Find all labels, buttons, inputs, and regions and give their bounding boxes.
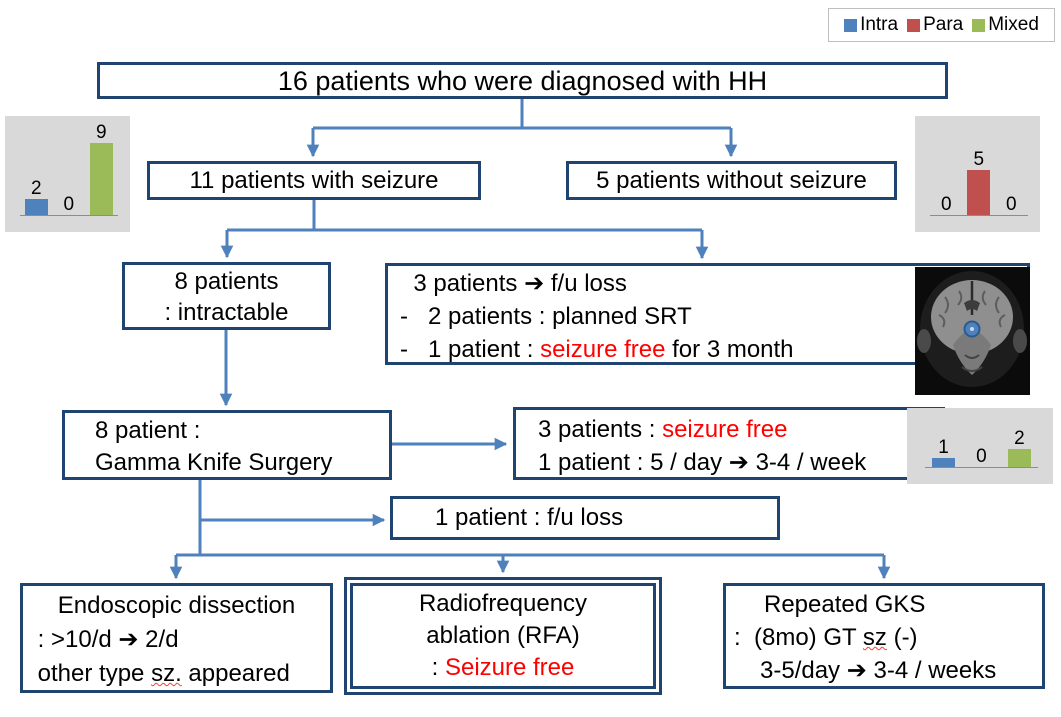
legend-swatch-icon: [844, 18, 858, 32]
intractable-line2: : intractable: [164, 299, 289, 326]
bar-para: 0: [970, 446, 993, 467]
flow-box-rfa-inner: Radiofrequency ablation (RFA) : Seizure …: [350, 583, 656, 689]
bar-mixed: 2: [1007, 428, 1031, 467]
bar-value-label: 0: [63, 194, 75, 215]
flow-box-without-seizure-text: 5 patients without seizure: [596, 167, 867, 194]
bar-intra: 2: [24, 178, 48, 215]
legend-item-para: Para: [907, 14, 963, 36]
rfa-line3-pre: :: [431, 654, 445, 681]
rfa-line3: : Seizure free: [353, 652, 653, 684]
flow-box-without-seizure: 5 patients without seizure: [566, 161, 897, 200]
repeated-gks-line1: Repeated GKS: [764, 591, 926, 618]
legend-item-mixed: Mixed: [972, 14, 1039, 36]
bar-plot-area: 1 0 2: [924, 412, 1039, 468]
legend-label: Intra: [860, 14, 899, 35]
bar-plot-area: 0 5 0: [930, 120, 1028, 216]
bar-value-label: 0: [940, 194, 952, 215]
flow-box-endoscopic: Endoscopic dissection : >10/d ➔ 2/d othe…: [20, 583, 333, 693]
gks-line1: 8 patient :: [95, 417, 201, 444]
repeated-gks-line2-pre: : (8mo) GT: [734, 624, 863, 651]
brain-mri-image: [915, 267, 1030, 395]
flow-box-repeated-gks: Repeated GKS : (8mo) GT sz (-) 3-5/day ➔…: [723, 583, 1045, 689]
bar-rect: [931, 458, 955, 467]
rfa-line1: Radiofrequency: [418, 590, 588, 617]
bar-value-label: 2: [30, 178, 42, 199]
flow-box-diagnosed-text: 16 patients who were diagnosed with HH: [277, 66, 768, 96]
fu-loss3-line1: 3 patients ➔ f/u loss: [400, 270, 627, 297]
bar-rect: [967, 170, 991, 215]
bar-value-label: 0: [976, 446, 987, 467]
legend-label: Para: [923, 14, 964, 35]
bar-chart-gks-outcome: 1 0 2: [907, 408, 1053, 484]
bar-value-label: 1: [938, 437, 949, 458]
legend-item-intra: Intra: [844, 14, 898, 36]
fu-loss3-line3-post: for 3 month: [665, 336, 794, 363]
outcome-line1-red: seizure free: [662, 416, 788, 443]
bar-value-label: 0: [1005, 194, 1017, 215]
flow-box-gks: 8 patient : Gamma Knife Surgery: [62, 410, 392, 480]
flow-box-diagnosed: 16 patients who were diagnosed with HH: [97, 62, 948, 99]
legend: Intra Para Mixed: [828, 8, 1055, 42]
endoscopic-line3-post: appeared: [181, 660, 290, 687]
bar-chart-without-seizure: 0 5 0: [915, 116, 1040, 232]
endoscopic-line3-pre: other type: [31, 660, 152, 687]
outcome-line1: 3 patients : seizure free: [538, 413, 942, 446]
intractable-line1: 8 patients: [174, 268, 279, 295]
endoscopic-line3-sz: sz.: [151, 660, 182, 687]
outcome-line1-pre: 3 patients :: [538, 416, 663, 443]
fu-loss3-line3-red: seizure free: [540, 336, 666, 363]
endoscopic-line2: : >10/d ➔ 2/d: [31, 626, 179, 653]
fu-loss1-text: 1 patient : f/u loss: [435, 504, 624, 531]
outcome-line2: 1 patient : 5 / day ➔ 3-4 / week: [538, 449, 867, 476]
bar-value-label: 5: [973, 149, 985, 170]
bar-para: 5: [967, 149, 991, 215]
bar-para: 0: [57, 194, 80, 215]
bar-intra: 1: [931, 437, 955, 467]
flow-box-gks-outcome: 3 patients : seizure free 1 patient : 5 …: [513, 407, 945, 480]
flow-box-rfa-outer: Radiofrequency ablation (RFA) : Seizure …: [344, 577, 662, 695]
bar-intra: 0: [935, 194, 958, 215]
fu-loss3-line3-pre: - 1 patient :: [400, 336, 541, 363]
rfa-line2: ablation (RFA): [426, 622, 580, 649]
bar-mixed: 0: [1000, 194, 1023, 215]
gks-line2: Gamma Knife Surgery: [95, 449, 333, 476]
legend-label: Mixed: [988, 14, 1039, 35]
fu-loss3-line3: - 1 patient : seizure free for 3 month: [400, 333, 1027, 366]
bar-value-label: 2: [1014, 428, 1025, 449]
repeated-gks-line2: : (8mo) GT sz (-): [726, 621, 1042, 654]
bar-rect: [1007, 449, 1031, 467]
fu-loss3-line2: - 2 patients : planned SRT: [400, 303, 692, 330]
endoscopic-line1: Endoscopic dissection: [57, 592, 296, 619]
bar-rect: [89, 143, 113, 215]
rfa-line3-red: Seizure free: [444, 654, 575, 681]
legend-swatch-icon: [907, 18, 921, 32]
repeated-gks-line3: 3-5/day ➔ 3-4 / weeks: [760, 657, 997, 684]
endoscopic-line3: other type sz. appeared: [23, 657, 330, 691]
flow-box-with-seizure: 11 patients with seizure: [147, 161, 481, 200]
legend-swatch-icon: [972, 18, 986, 32]
flow-box-fu-loss-1: 1 patient : f/u loss: [390, 496, 780, 540]
bar-mixed: 9: [89, 122, 113, 215]
bar-rect: [24, 199, 48, 215]
bar-value-label: 9: [95, 122, 107, 143]
flow-box-with-seizure-text: 11 patients with seizure: [189, 167, 439, 194]
repeated-gks-line2-sz: sz: [862, 624, 887, 651]
flow-box-intractable: 8 patients : intractable: [122, 262, 331, 330]
repeated-gks-line2-post: (-): [886, 624, 918, 651]
